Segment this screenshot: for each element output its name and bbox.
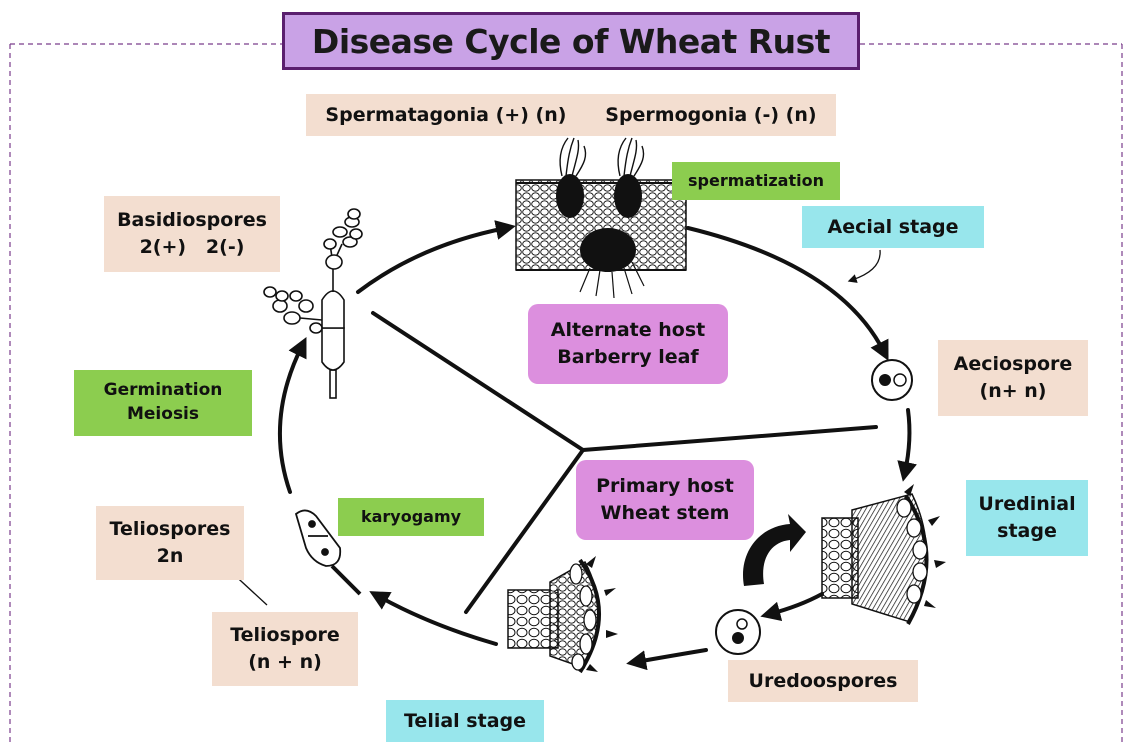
uredoospores-label: Uredoospores bbox=[728, 660, 918, 702]
spermatagonia-label: Spermatagonia (+) (n) bbox=[325, 102, 566, 129]
arrow-telium-to-teliospore bbox=[378, 596, 496, 644]
spermogonia-label: Spermogonia (-) (n) bbox=[605, 102, 816, 129]
aecial-stage-text: Aecial stage bbox=[827, 214, 958, 241]
spermatization-label: spermatization bbox=[672, 162, 840, 200]
aeciospore-text: Aeciospore bbox=[954, 351, 1073, 378]
alternate-host-label: Alternate host Barberry leaf bbox=[528, 304, 728, 384]
basidiospores-text: Basidiospores bbox=[117, 207, 267, 234]
karyogamy-text: karyogamy bbox=[361, 506, 461, 528]
uredinial-text: Uredinial bbox=[978, 491, 1075, 518]
uredoospores-text: Uredoospores bbox=[749, 668, 898, 695]
teliospore-label: Teliospore (n + n) bbox=[212, 612, 358, 686]
aeciospore-ploidy-text: (n+ n) bbox=[980, 378, 1047, 405]
arrow-basidium-to-leaf bbox=[358, 228, 506, 292]
aeciospore-icon bbox=[872, 360, 912, 400]
telial-stage-text: Telial stage bbox=[404, 708, 526, 735]
uredinial-stage-label: Uredinial stage bbox=[966, 480, 1088, 556]
basidiospores-label: Basidiospores 2(+) 2(-) bbox=[104, 196, 280, 272]
spermogonium-leaf-icon bbox=[516, 138, 686, 298]
germination-text: Germination bbox=[104, 379, 223, 403]
teliospores-ploidy-text: 2n bbox=[157, 543, 184, 570]
spermogonia-label-box: Spermatagonia (+) (n) Spermogonia (-) (n… bbox=[306, 94, 836, 136]
spermatization-text: spermatization bbox=[688, 170, 824, 192]
uredinium-icon bbox=[822, 484, 946, 624]
alternate-host-text: Alternate host bbox=[551, 317, 705, 344]
arrow-uredospore-to-telium bbox=[636, 650, 706, 662]
page-title: Disease Cycle of Wheat Rust bbox=[282, 12, 860, 70]
arrow-germination-to-basidium bbox=[280, 346, 302, 492]
teliospore-ploidy-text: (n + n) bbox=[248, 649, 322, 676]
uredinial-stage-text: stage bbox=[997, 518, 1057, 545]
aecial-stage-label: Aecial stage bbox=[802, 206, 984, 248]
arrow-uredinium-to-uredospore bbox=[770, 594, 822, 614]
meiosis-text: Meiosis bbox=[127, 403, 199, 427]
germination-meiosis-label: Germination Meiosis bbox=[74, 370, 252, 436]
aecial-pointer-arrow bbox=[852, 250, 880, 280]
aeciospore-label: Aeciospore (n+ n) bbox=[938, 340, 1088, 416]
barberry-leaf-text: Barberry leaf bbox=[557, 344, 698, 371]
primary-host-text: Primary host bbox=[596, 473, 734, 500]
telial-stage-label: Telial stage bbox=[386, 700, 544, 742]
karyogamy-label: karyogamy bbox=[338, 498, 484, 536]
arrow-aeciospore-to-uredinium bbox=[905, 410, 909, 472]
teliospore-text: Teliospore bbox=[230, 622, 340, 649]
teliospores-text: Teliospores bbox=[110, 516, 231, 543]
primary-host-label: Primary host Wheat stem bbox=[576, 460, 754, 540]
uredospore-icon bbox=[716, 610, 760, 654]
teliospores-label: Teliospores 2n bbox=[96, 506, 244, 580]
basidiospores-count-text: 2(+) 2(-) bbox=[140, 234, 245, 261]
telium-icon bbox=[508, 556, 618, 672]
wheat-stem-text: Wheat stem bbox=[601, 500, 730, 527]
